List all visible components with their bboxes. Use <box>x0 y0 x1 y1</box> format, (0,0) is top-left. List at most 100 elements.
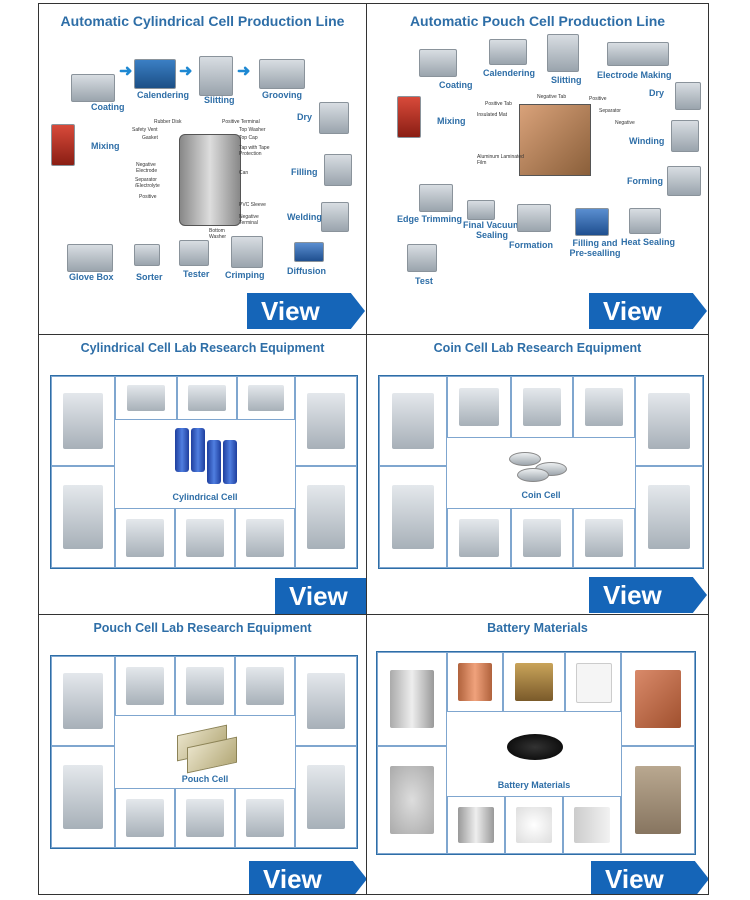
coin-cell-lab-equipment-panel[interactable]: Coin Cell Lab Research Equipment Coin Ce… <box>366 334 708 614</box>
glove-box-image <box>67 244 113 272</box>
material-image <box>447 652 503 712</box>
material-image <box>563 796 621 854</box>
battery-materials-feature: Battery Materials <box>447 712 621 796</box>
step-label: Glove Box <box>69 272 114 282</box>
view-button[interactable]: View <box>591 861 708 894</box>
calendering-machine-image <box>489 39 527 65</box>
pouch-cell-lab-equipment-panel[interactable]: Pouch Cell Lab Research Equipment Pouch … <box>39 614 366 894</box>
panel-title: Automatic Cylindrical Cell Production Li… <box>60 13 345 29</box>
equipment-image <box>115 376 177 420</box>
test-machine-image <box>407 244 437 272</box>
step-label: Welding <box>287 212 322 222</box>
step-label: Filling and Pre-sealling <box>569 238 621 258</box>
pouch-production-line-panel[interactable]: Automatic Pouch Cell Production Line Coa… <box>366 4 708 334</box>
step-label: Slitting <box>204 95 235 105</box>
step-label: Formation <box>509 240 553 250</box>
edge-trimming-machine-image <box>419 184 453 212</box>
step-label: Final Vacuum Sealing <box>462 220 522 240</box>
equipment-image <box>635 466 703 568</box>
equipment-image <box>511 508 573 568</box>
part-label: Gasket <box>142 135 158 141</box>
cylindrical-lab-equipment-panel[interactable]: Cylindrical Cell Lab Research Equipment … <box>39 334 366 614</box>
step-label: Coating <box>91 102 125 112</box>
part-label: Negative Terminal <box>239 214 259 226</box>
part-label: Safety Vent <box>132 127 158 133</box>
arrow-icon: ➜ <box>237 63 251 80</box>
step-label: Winding <box>629 136 665 146</box>
step-label: Filling <box>291 167 318 177</box>
equipment-collage: Pouch Cell <box>50 655 358 849</box>
cylindrical-cell-cutaway-image <box>179 134 241 226</box>
tester-machine-image <box>179 240 209 266</box>
pouch-cell-feature: Pouch Cell <box>115 716 295 788</box>
crimping-machine-image <box>231 236 263 268</box>
material-image <box>505 796 563 854</box>
part-label: PVC Sleeve <box>239 202 266 208</box>
part-label: Tap with Tape Protection <box>239 145 270 157</box>
step-label: Sorter <box>136 272 163 282</box>
equipment-image <box>51 466 115 568</box>
panel-title: Automatic Pouch Cell Production Line <box>409 13 666 29</box>
equipment-image <box>573 376 635 438</box>
material-image <box>503 652 565 712</box>
winding-machine-image <box>671 120 699 152</box>
part-label: Negative <box>615 120 635 126</box>
equipment-image <box>295 466 357 568</box>
sorter-machine-image <box>134 244 160 266</box>
equipment-image <box>573 508 635 568</box>
product-grid: Automatic Cylindrical Cell Production Li… <box>38 3 709 895</box>
equipment-image <box>447 376 511 438</box>
part-label: Rubber Disk <box>154 119 182 125</box>
dry-machine-image <box>319 102 349 134</box>
equipment-image <box>115 508 175 568</box>
materials-collage: Battery Materials <box>376 651 696 855</box>
part-label: Positive <box>139 194 157 200</box>
part-label: Negative Electrode <box>136 162 158 174</box>
part-label: Bottom Washer <box>209 228 227 240</box>
equipment-image <box>635 376 703 466</box>
calendering-machine-image <box>134 59 176 89</box>
battery-materials-panel[interactable]: Battery Materials Battery Materials View <box>366 614 708 894</box>
panel-title: Coin Cell Lab Research Equipment <box>433 341 642 355</box>
cylindrical-production-line-panel[interactable]: Automatic Cylindrical Cell Production Li… <box>39 4 366 334</box>
equipment-image <box>379 466 447 568</box>
view-button[interactable]: View <box>589 293 707 329</box>
part-label: Separator <box>599 108 621 114</box>
step-label: Calendering <box>483 68 536 78</box>
filling-machine-image <box>324 154 352 186</box>
equipment-image <box>115 788 175 848</box>
part-label: Insulated Mat <box>477 112 508 118</box>
material-image <box>377 652 447 746</box>
equipment-collage: Cylindrical Cell <box>50 375 358 569</box>
step-label: Mixing <box>437 116 466 126</box>
view-button[interactable]: View <box>249 861 366 894</box>
step-label: Dry <box>297 112 313 122</box>
material-image <box>621 652 695 746</box>
formation-machine-image <box>517 204 551 232</box>
arrow-icon: ➜ <box>179 63 193 80</box>
center-label: Battery Materials <box>497 780 571 790</box>
center-label: Cylindrical Cell <box>172 492 238 502</box>
material-image <box>621 746 695 854</box>
step-label: Electrode Making <box>597 70 672 80</box>
step-label: Coating <box>439 80 473 90</box>
view-button[interactable]: View <box>275 578 366 614</box>
part-label: Top Cap <box>239 135 258 141</box>
equipment-image <box>235 656 295 716</box>
equipment-image <box>51 376 115 466</box>
equipment-image <box>115 656 175 716</box>
step-label: Slitting <box>551 75 582 85</box>
view-button[interactable]: View <box>589 577 707 613</box>
diffusion-machine-image <box>294 242 324 262</box>
step-label: Mixing <box>91 141 120 151</box>
equipment-image <box>175 788 235 848</box>
cylindrical-cell-feature: Cylindrical Cell <box>115 420 295 508</box>
material-image <box>565 652 621 712</box>
view-button[interactable]: View <box>247 293 365 329</box>
equipment-image <box>379 376 447 466</box>
part-label: Separator /Electrolyte <box>135 177 160 189</box>
equipment-image <box>175 508 235 568</box>
panel-title: Cylindrical Cell Lab Research Equipment <box>80 341 325 355</box>
heat-sealing-machine-image <box>629 208 661 234</box>
equipment-image <box>511 376 573 438</box>
